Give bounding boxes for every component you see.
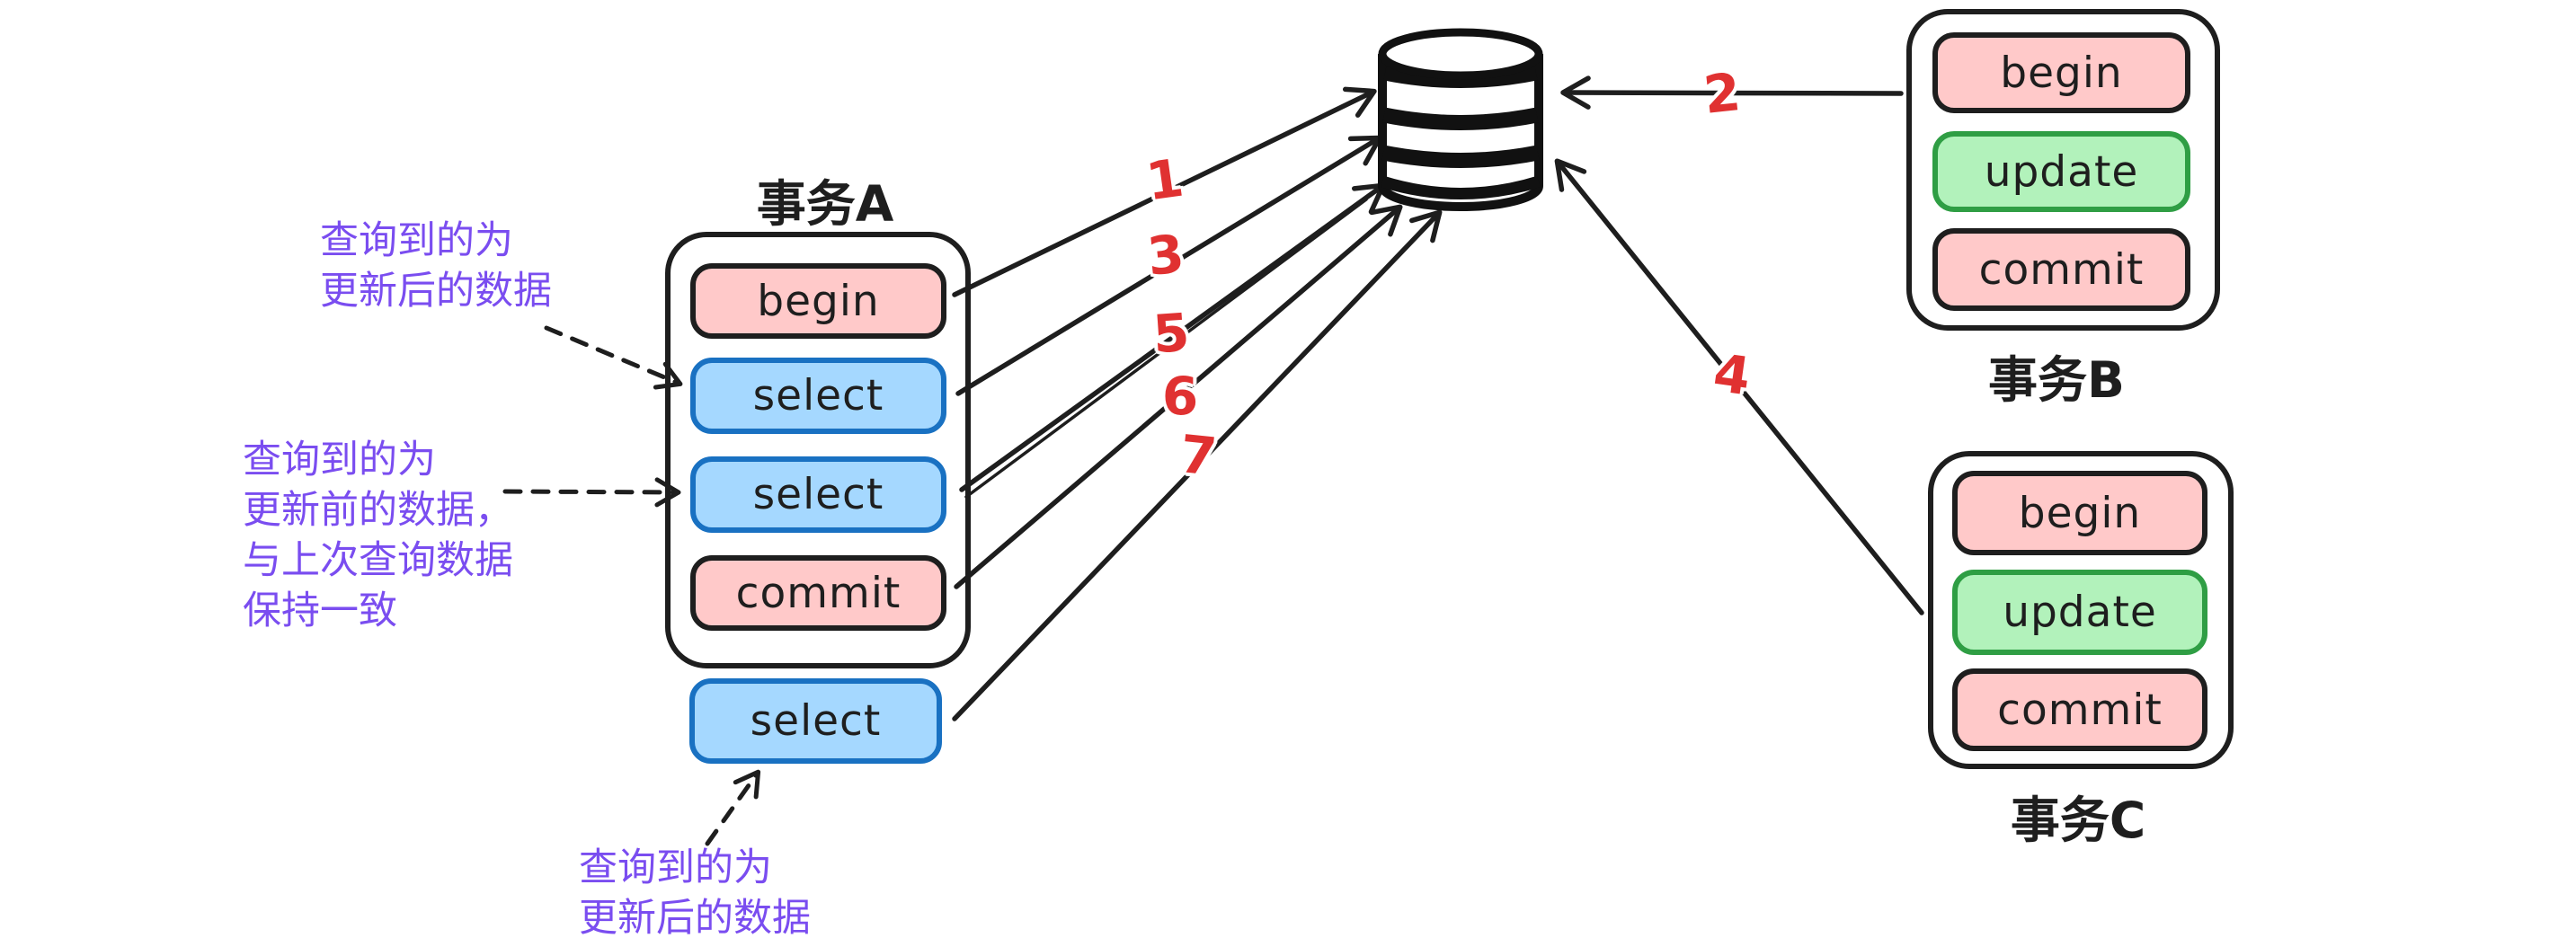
- transaction-c-step-commit: commit: [1952, 668, 2207, 751]
- annotation-line: 更新后的数据: [320, 269, 552, 314]
- annotation-select-2: 查询到的为 更新前的数据， 与上次查询数据 保持一致: [243, 435, 513, 636]
- arrow-number-6: 6: [1161, 366, 1199, 427]
- arrow-number-7: 7: [1177, 423, 1220, 488]
- transaction-b-step-update: update: [1932, 131, 2190, 212]
- annotation-line: 更新前的数据，: [243, 488, 513, 533]
- annotation-line: 查询到的为: [243, 438, 436, 482]
- dashed-arrow-annotation-2: [502, 477, 681, 508]
- dashed-arrow-annotation-3: [705, 769, 761, 846]
- database-cylinder-icon: [1378, 28, 1543, 211]
- transaction-c-step-update: update: [1952, 570, 2207, 655]
- transaction-a-step-select-2: select: [690, 456, 946, 533]
- annotation-line: 保持一致: [243, 588, 397, 633]
- annotation-line: 查询到的为: [320, 218, 513, 263]
- transaction-a-step-commit: commit: [690, 555, 946, 631]
- transaction-c-step-begin: begin: [1952, 471, 2207, 555]
- transaction-c-title: 事务C: [2010, 792, 2146, 849]
- annotation-line: 查询到的为: [579, 845, 772, 890]
- transaction-a-title: 事务A: [756, 175, 894, 233]
- arrow-number-1: 1: [1142, 146, 1187, 213]
- arrow-number-2: 2: [1701, 61, 1744, 126]
- annotation-line: 更新后的数据: [579, 896, 811, 938]
- transaction-b-title: 事务B: [1988, 351, 2125, 409]
- transaction-a-step-select-1: select: [690, 358, 946, 434]
- annotation-select-1: 查询到的为 更新后的数据: [320, 216, 552, 316]
- arrow-number-4: 4: [1710, 341, 1754, 408]
- arrow-number-3: 3: [1144, 223, 1187, 288]
- annotation-standalone-select: 查询到的为 更新后的数据: [579, 843, 811, 938]
- annotation-line: 与上次查询数据: [243, 538, 513, 583]
- dashed-arrow-annotation-1: [544, 325, 683, 390]
- arrow-number-5: 5: [1150, 301, 1192, 366]
- transaction-b-step-begin: begin: [1932, 32, 2190, 113]
- transaction-b-step-commit: commit: [1932, 228, 2190, 311]
- transaction-a-step-begin: begin: [690, 263, 946, 339]
- standalone-select-step: select: [689, 678, 942, 764]
